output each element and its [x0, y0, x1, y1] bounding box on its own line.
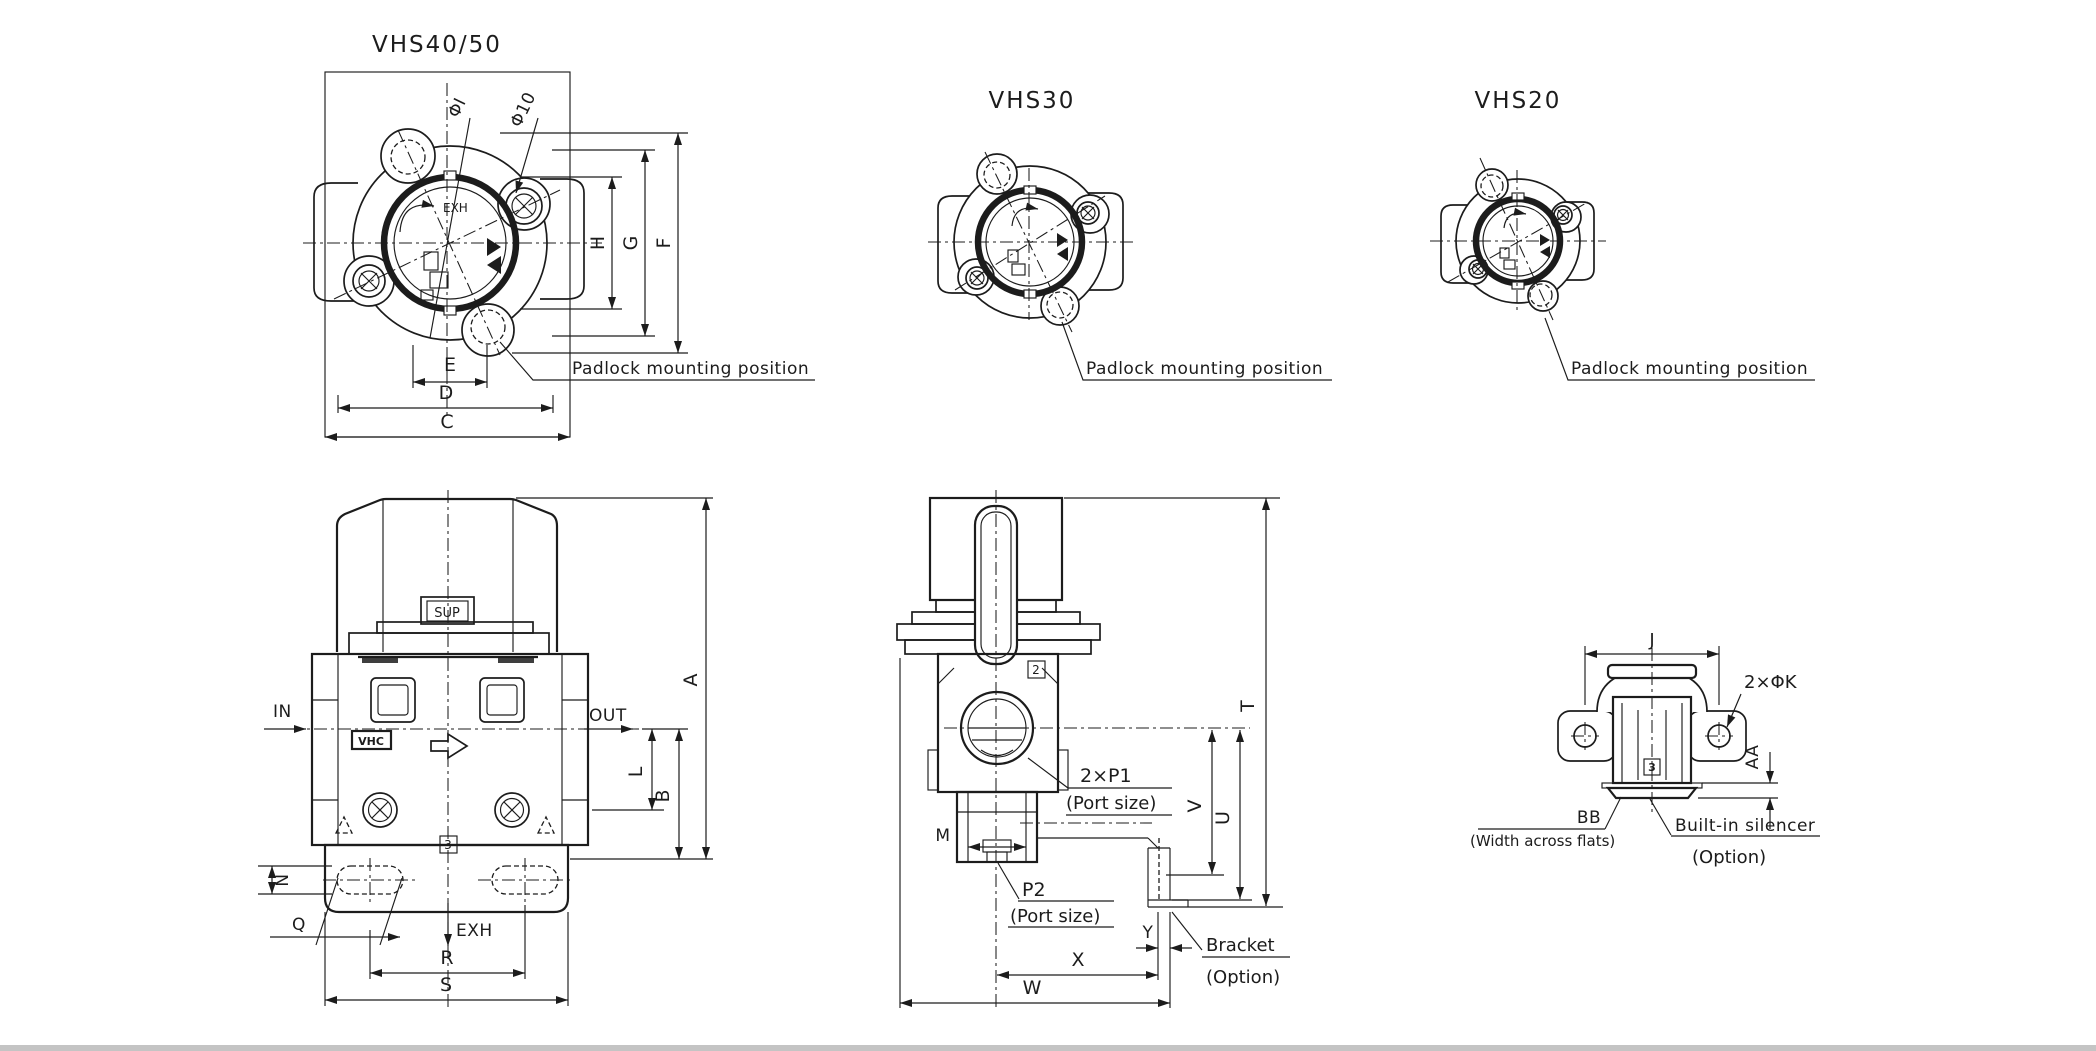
dim-label-aa: AA [1743, 745, 1763, 770]
dim-label-f: F [653, 238, 675, 249]
dim-label-d: D [439, 382, 454, 404]
valve-side-drawing: 2 [896, 490, 1250, 1010]
position-tag-box [1027, 660, 1046, 679]
view-vhs30: VHS30 [928, 88, 1332, 381]
dim-label-r: R [440, 947, 453, 969]
p2-sub-label: (Port size) [1010, 906, 1100, 927]
bracket-label: Bracket [1206, 935, 1275, 956]
view-title-vhs20: VHS20 [1475, 88, 1562, 114]
screw-icon [505, 187, 543, 225]
bracket-callout: Bracket (Option) [1171, 911, 1290, 988]
p1-label: 2×P1 [1080, 765, 1132, 787]
phik-label: 2×ΦK [1744, 672, 1798, 693]
view-silencer: J [1470, 630, 1820, 868]
padlock-note: Padlock mounting position [1571, 359, 1808, 379]
p2-callout: P2 (Port size) [997, 862, 1114, 928]
flow-arrow-icon [430, 732, 469, 760]
dim-label-g: G [620, 236, 642, 251]
bb-sub-label: (Width across flats) [1470, 832, 1615, 850]
screw-icon [1571, 722, 1599, 750]
dim-label-n: N [273, 873, 293, 886]
silencer-label: Built-in silencer [1675, 816, 1815, 836]
screw-icon [362, 792, 398, 828]
position-tag: 3 [1648, 761, 1656, 774]
dims-right: H G F [500, 132, 688, 354]
valve-top-drawing [1430, 157, 1606, 321]
out-label: OUT [589, 706, 627, 726]
dim-label-t: T [1237, 700, 1259, 713]
dim-aa: AA [1698, 745, 1778, 829]
padlock-callout: Padlock mounting position [1061, 321, 1332, 381]
dim-label-v: V [1184, 800, 1206, 813]
phik-callout: 2×ΦK [1726, 672, 1798, 728]
in-label: IN [273, 702, 292, 722]
p1-callout: 2×P1 (Port size) [1027, 757, 1172, 816]
brand-logo: VHC [358, 735, 384, 748]
dims-bottom: E D C [325, 345, 570, 441]
dim-label-h: H [587, 236, 609, 250]
dims-bottom: Y X W [899, 658, 1192, 1008]
screw-icon [1468, 259, 1488, 279]
bracket-sub-label: (Option) [1206, 967, 1280, 988]
exh-label: EXH [456, 921, 493, 941]
dims-bottom: R S [324, 905, 569, 1006]
valve-top-drawing [928, 151, 1133, 333]
dim-label-e: E [444, 354, 456, 376]
dim-label-y: Y [1142, 923, 1154, 943]
view-title-vhs4050: VHS40/50 [372, 32, 502, 58]
p2-label: P2 [1022, 879, 1046, 901]
brand-plate [350, 729, 393, 751]
view-vhs20: VHS20 [1430, 88, 1815, 381]
exh-label: EXH [443, 201, 468, 215]
dims-right: A B L [516, 497, 713, 860]
phi-10-label: Φ10 [507, 89, 541, 131]
dim-label-j: J [1648, 630, 1654, 651]
dim-label-a: A [680, 674, 702, 687]
valve-front-drawing: SUP VHC [266, 490, 642, 1008]
bb-callout: BB (Width across flats) [1470, 796, 1622, 850]
bottom-edge-bar [0, 1045, 2096, 1051]
view-vhs4050: VHS40/50 [303, 32, 815, 441]
valve-bottom-drawing: 3 [1557, 648, 1747, 815]
padlock-callout: Padlock mounting position [1544, 317, 1815, 381]
silencer-sub-label: (Option) [1692, 847, 1766, 868]
dim-label-u: U [1212, 811, 1234, 825]
view-side: 2 [896, 490, 1290, 1010]
p1-sub-label: (Port size) [1066, 793, 1156, 814]
dim-label-l: L [625, 766, 647, 777]
screw-icon [352, 264, 386, 298]
dim-label-w: W [1023, 977, 1042, 999]
padlock-note: Padlock mounting position [572, 359, 809, 379]
dims-left: N Q [258, 865, 403, 946]
view-front: SUP VHC [258, 490, 713, 1008]
screw-icon [494, 792, 530, 828]
dim-label-x: X [1071, 949, 1084, 971]
silencer-callout: Built-in silencer (Option) [1649, 798, 1820, 868]
screw-icon [1705, 722, 1733, 750]
position-tag: 2 [1032, 663, 1040, 677]
dim-label-q: Q [292, 915, 306, 935]
dim-label-b: B [652, 789, 674, 802]
dim-label-s: S [440, 974, 452, 996]
padlock-note: Padlock mounting position [1086, 359, 1323, 379]
bracket-part [1020, 822, 1189, 908]
phi-small-label: ΦI [444, 95, 470, 121]
dim-label-c: C [440, 411, 453, 433]
dims-right: V U T [1064, 497, 1283, 908]
dim-label-m: M [935, 826, 950, 846]
sup-label: SUP [434, 606, 460, 621]
padlock-callout: Padlock mounting position [499, 341, 815, 381]
bb-label: BB [1577, 808, 1601, 828]
view-title-vhs30: VHS30 [989, 88, 1076, 114]
